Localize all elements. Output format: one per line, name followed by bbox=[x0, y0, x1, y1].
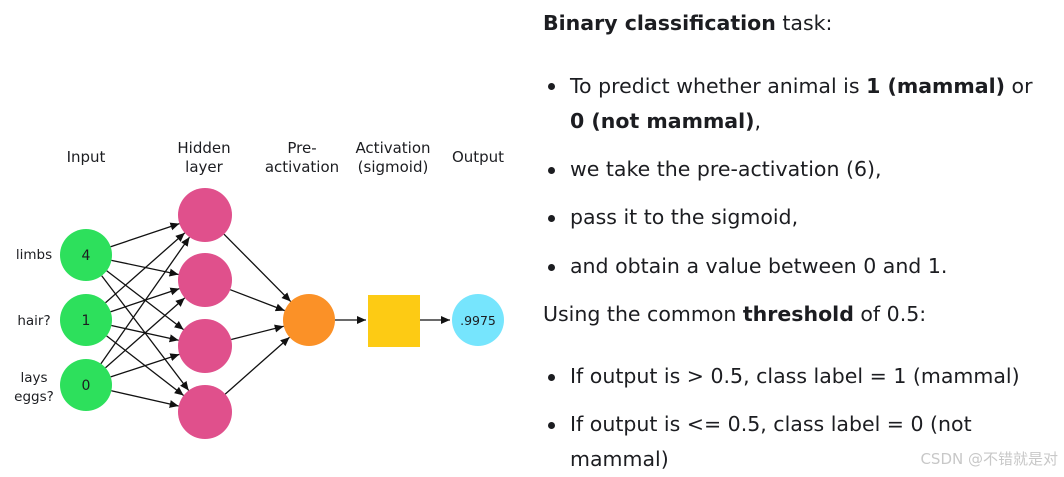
edge-input-3-to-hidden-2 bbox=[105, 297, 186, 369]
threshold-text: Using the common bbox=[543, 302, 743, 326]
threshold-value: of 0.5: bbox=[853, 302, 927, 326]
bullet-predict-or: or bbox=[1005, 74, 1033, 98]
bullet-dot bbox=[548, 264, 555, 271]
output-node bbox=[452, 294, 504, 346]
hidden-node-3 bbox=[178, 319, 232, 373]
pre-activation-node bbox=[283, 294, 335, 346]
bullet-obtain-value: and obtain a value between 0 and 1. bbox=[570, 254, 948, 278]
input-node-limbs bbox=[60, 229, 112, 281]
panel-title: Binary classification task: bbox=[543, 6, 832, 41]
bullet-predict-not-mammal: 0 (not mammal) bbox=[570, 109, 755, 133]
input-value-hair: 1 bbox=[82, 313, 91, 329]
input-value-limbs: 4 bbox=[82, 248, 91, 264]
threshold-line: Using the common threshold of 0.5: bbox=[543, 297, 926, 332]
bullet-predict-mammal: 1 (mammal) bbox=[866, 74, 1006, 98]
header-pre-activation-line2: activation bbox=[265, 158, 339, 176]
edge-input-2-to-hidden-1 bbox=[105, 232, 186, 304]
output-value: .9975 bbox=[460, 313, 496, 328]
input-node-hair bbox=[60, 294, 112, 346]
bullet-dot bbox=[548, 167, 555, 174]
watermark: CSDN @不错就是对 bbox=[920, 450, 1058, 468]
bullet-dot bbox=[548, 422, 555, 429]
bullet-output-less-line1: If output is <= 0.5, class label = 0 (no… bbox=[570, 412, 972, 436]
edge-input-3-to-hidden-1 bbox=[100, 236, 191, 365]
bullet-predict-line2: 0 (not mammal), bbox=[570, 104, 761, 139]
header-activation-line2: (sigmoid) bbox=[358, 158, 429, 176]
feature-label-lays-eggs-line2: eggs? bbox=[14, 389, 54, 405]
network-edges bbox=[100, 222, 450, 408]
edge-hidden-3-to-pre-activation bbox=[231, 324, 284, 341]
bullet-sigmoid: pass it to the sigmoid, bbox=[570, 205, 799, 229]
edge-hidden-4-to-pre-activation bbox=[224, 336, 290, 395]
edge-input-1-to-hidden-1 bbox=[110, 222, 180, 248]
edge-input-3-to-hidden-4 bbox=[111, 390, 179, 408]
edge-hidden-2-to-pre-activation bbox=[229, 289, 285, 312]
header-hidden-line1: Hidden bbox=[177, 139, 230, 157]
feature-label-limbs: limbs bbox=[16, 247, 52, 263]
bullet-predict-comma: , bbox=[754, 109, 762, 133]
sigmoid-activation-box bbox=[368, 295, 420, 347]
edge-input-3-to-hidden-3 bbox=[110, 353, 180, 378]
hidden-node-4 bbox=[178, 385, 232, 439]
input-value-lays-eggs: 0 bbox=[82, 378, 91, 394]
bullet-predict-line1: To predict whether animal is 1 (mammal) … bbox=[570, 69, 1033, 104]
threshold-bold: threshold bbox=[742, 302, 854, 326]
header-output: Output bbox=[452, 148, 504, 166]
header-activation-line1: Activation bbox=[355, 139, 430, 157]
feature-label-lays-eggs-line1: lays bbox=[20, 370, 47, 386]
neural-network-diagram: Input Hidden layer Pre- activation Activ… bbox=[14, 139, 504, 439]
header-input: Input bbox=[67, 148, 106, 166]
bullet-dot bbox=[548, 374, 555, 381]
hidden-node-1 bbox=[178, 188, 232, 242]
edge-hidden-1-to-pre-activation bbox=[223, 233, 292, 302]
bullet-output-less-line2: mammal) bbox=[570, 447, 669, 471]
bullet-pre-activation: we take the pre-activation (6), bbox=[570, 157, 882, 181]
bullet-output-greater: If output is > 0.5, class label = 1 (mam… bbox=[570, 364, 1020, 388]
bullet-dot bbox=[548, 215, 555, 222]
header-pre-activation-line1: Pre- bbox=[287, 139, 316, 157]
panel-title-bold: Binary classification bbox=[543, 11, 776, 35]
input-node-lays-eggs bbox=[60, 359, 112, 411]
header-hidden-line2: layer bbox=[185, 158, 223, 176]
bullet-predict-text: To predict whether animal is bbox=[570, 74, 867, 98]
explanation-panel: Binary classification task: To predict w… bbox=[543, 0, 1064, 475]
bullet-dot bbox=[548, 83, 555, 90]
feature-label-hair: hair? bbox=[17, 313, 50, 329]
panel-title-rest: task: bbox=[775, 11, 833, 35]
hidden-node-2 bbox=[178, 253, 232, 307]
